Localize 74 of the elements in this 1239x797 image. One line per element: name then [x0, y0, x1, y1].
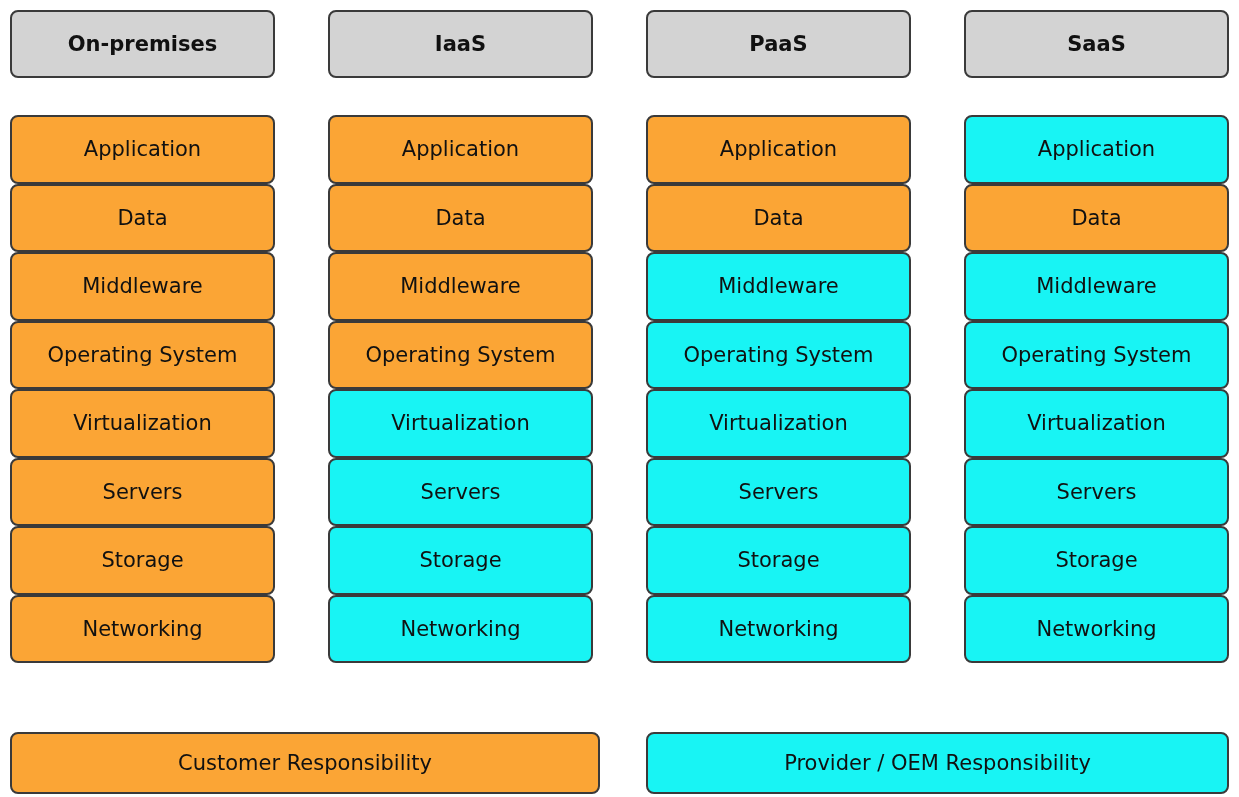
layer-box — [964, 526, 1229, 595]
layer-label: Servers — [738, 479, 819, 504]
layer-label: Virtualization — [709, 411, 848, 436]
layer-box — [964, 594, 1229, 663]
layer-label: Data — [435, 205, 486, 230]
layer-label: Networking — [1036, 616, 1157, 641]
layer-box — [646, 389, 911, 458]
layer-label: Operating System — [365, 342, 556, 367]
layer-label: Networking — [718, 616, 839, 641]
layer-box — [646, 594, 911, 663]
layer-box — [328, 252, 593, 321]
layer-label: Middleware — [400, 274, 521, 299]
layer-label: Operating System — [47, 342, 238, 367]
layer-box — [10, 594, 275, 663]
header-label: SaaS — [1067, 32, 1126, 56]
layer-label: Servers — [1056, 479, 1137, 504]
layer-box — [646, 183, 911, 252]
layer-box — [964, 320, 1229, 389]
layer-box — [964, 389, 1229, 458]
header-label: PaaS — [749, 32, 808, 56]
layer-box — [10, 457, 275, 526]
layer-label: Application — [83, 137, 202, 162]
layer-box — [646, 115, 911, 184]
header-box — [646, 10, 911, 78]
layer-box — [964, 457, 1229, 526]
layer-label: Storage — [101, 548, 184, 573]
layer-box — [10, 115, 275, 184]
layer-box — [328, 183, 593, 252]
layer-box — [328, 320, 593, 389]
layer-label: Servers — [420, 479, 501, 504]
legend-label: Provider / OEM Responsibility — [784, 751, 1091, 775]
layer-label: Data — [1071, 205, 1122, 230]
layer-label: Middleware — [718, 274, 839, 299]
layer-box — [646, 457, 911, 526]
layer-box — [10, 526, 275, 595]
layer-label: Servers — [102, 479, 183, 504]
layer-label: Data — [117, 205, 168, 230]
layer-label: Application — [401, 137, 520, 162]
layer-label: Operating System — [683, 342, 874, 367]
header-box — [10, 10, 275, 78]
layer-box — [646, 252, 911, 321]
layer-box — [328, 526, 593, 595]
layer-label: Storage — [419, 548, 502, 573]
layer-box — [328, 389, 593, 458]
layer-label: Operating System — [1001, 342, 1192, 367]
layer-box — [328, 594, 593, 663]
layer-box — [964, 252, 1229, 321]
layer-box — [964, 115, 1229, 184]
layer-label: Storage — [1055, 548, 1138, 573]
header-label: On-premises — [67, 32, 218, 56]
layer-box — [646, 320, 911, 389]
layer-box — [10, 320, 275, 389]
header-box — [328, 10, 593, 78]
layer-label: Application — [1037, 137, 1156, 162]
layer-label: Application — [719, 137, 838, 162]
layer-label: Virtualization — [391, 411, 530, 436]
layer-label: Middleware — [1036, 274, 1157, 299]
header-label: IaaS — [434, 32, 487, 56]
header-box — [964, 10, 1229, 78]
layer-label: Networking — [82, 616, 203, 641]
legend-label: Customer Responsibility — [178, 751, 432, 775]
layer-box — [328, 457, 593, 526]
layer-label: Data — [753, 205, 804, 230]
layer-box — [10, 389, 275, 458]
layer-label: Virtualization — [73, 411, 212, 436]
layer-box — [964, 183, 1229, 252]
layer-box — [10, 252, 275, 321]
layer-label: Virtualization — [1027, 411, 1166, 436]
layer-label: Networking — [400, 616, 521, 641]
layer-box — [328, 115, 593, 184]
layer-box — [10, 183, 275, 252]
layer-box — [646, 526, 911, 595]
layer-label: Middleware — [82, 274, 203, 299]
layer-label: Storage — [737, 548, 820, 573]
